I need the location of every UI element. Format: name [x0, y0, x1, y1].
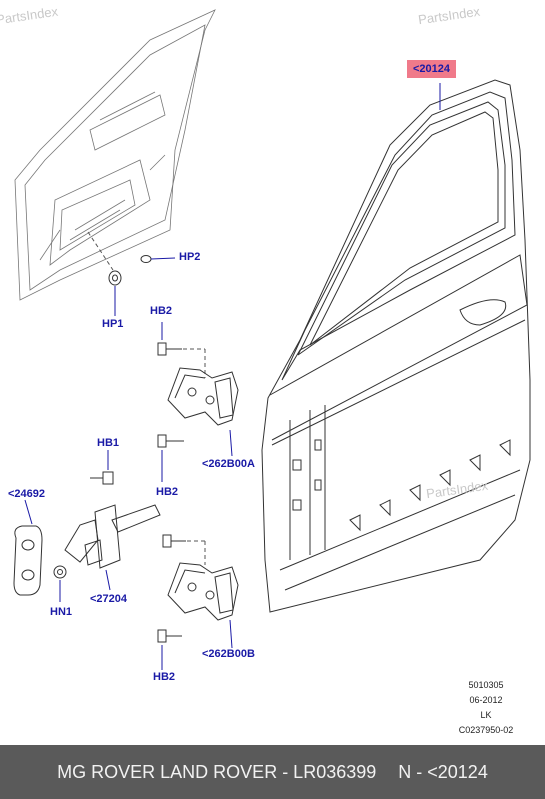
callout-hinge-lower[interactable]: <262B00B [202, 648, 255, 660]
footer-code: N - <20124 [398, 762, 488, 782]
drawing-metadata: 5010305 06-2012 LK C0237950-02 [441, 678, 531, 738]
door-shell-background [14, 9, 216, 301]
bolt-hb2-bottom [157, 629, 182, 670]
callout-hb2-top[interactable]: HB2 [150, 305, 173, 317]
footer-bar: MG ROVER LAND ROVER - LR036399 N - <20124 [0, 745, 545, 799]
callout-hp1[interactable]: HP1 [102, 318, 124, 330]
front-door-assembly [261, 79, 531, 613]
callout-hn1[interactable]: HN1 [50, 606, 73, 618]
callout-hb2-bottom[interactable]: HB2 [153, 671, 176, 683]
meta-line-1: 5010305 [468, 680, 504, 690]
bolt-hb2-lowermid [162, 534, 186, 548]
bolt-hb2-top [157, 322, 182, 356]
callout-hb1[interactable]: HB1 [97, 437, 120, 449]
hinge-upper [167, 367, 239, 457]
meta-line-3: LK [480, 710, 492, 720]
plug-hp2 [140, 255, 176, 263]
callout-check-cover[interactable]: <24692 [8, 488, 46, 500]
bolt-hb1 [90, 450, 114, 485]
exploded-parts-diagram [13, 9, 531, 670]
bolt-hb2-mid [157, 434, 184, 482]
callout-hb2-mid[interactable]: HB2 [156, 486, 179, 498]
check-cover-24692 [13, 499, 43, 596]
check-strap [64, 504, 161, 591]
nut-hn1 [53, 565, 67, 602]
meta-line-2: 06-2012 [469, 695, 503, 705]
hinge-lower [167, 562, 239, 649]
grommet-hp1 [108, 270, 122, 316]
callout-main-door[interactable]: <20124 [407, 60, 457, 78]
meta-line-4: C0237950-02 [458, 725, 514, 735]
callout-hinge-upper[interactable]: <262B00A [202, 458, 255, 470]
footer-brand: MG ROVER LAND ROVER - LR036399 [57, 762, 377, 782]
callout-hp2[interactable]: HP2 [179, 251, 201, 263]
callout-check-strap[interactable]: <27204 [90, 593, 128, 605]
